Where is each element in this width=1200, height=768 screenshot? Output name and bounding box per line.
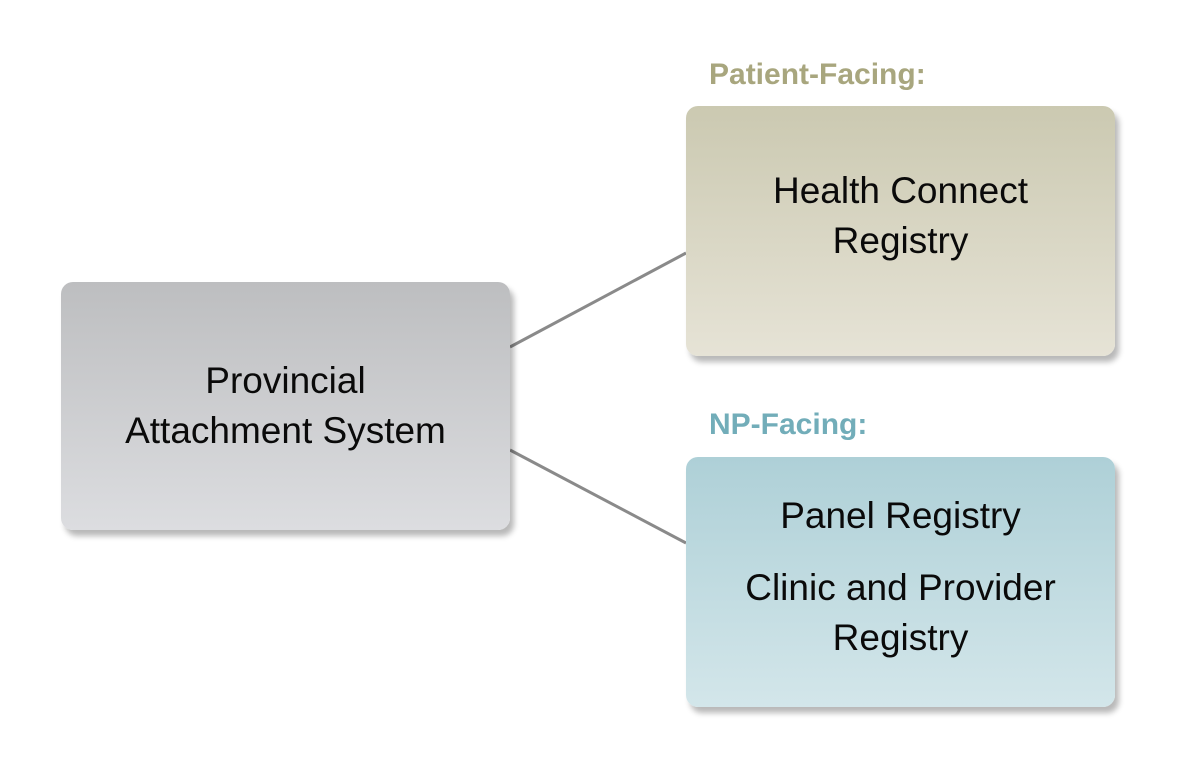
hcr-line-2: Registry	[832, 220, 969, 261]
root-line-2: Attachment System	[125, 410, 446, 451]
clinic-provider-line-2: Registry	[832, 617, 969, 658]
patient-facing-label: Patient-Facing:	[709, 58, 926, 91]
provincial-attachment-system-box: Provincial Attachment System	[61, 282, 510, 530]
panel-registry: Panel Registry	[780, 495, 1021, 536]
root-line-1: Provincial	[205, 360, 366, 401]
connector-to-patient-facing	[509, 251, 687, 349]
clinic-provider-line-1: Clinic and Provider	[745, 567, 1056, 608]
np-facing-box: Panel Registry Clinic and Provider Regis…	[686, 457, 1115, 707]
health-connect-registry-box: Health Connect Registry	[686, 106, 1115, 356]
hcr-line-1: Health Connect	[772, 170, 1029, 211]
np-facing-label: NP-Facing:	[709, 408, 868, 441]
connector-to-np-facing	[509, 448, 687, 545]
